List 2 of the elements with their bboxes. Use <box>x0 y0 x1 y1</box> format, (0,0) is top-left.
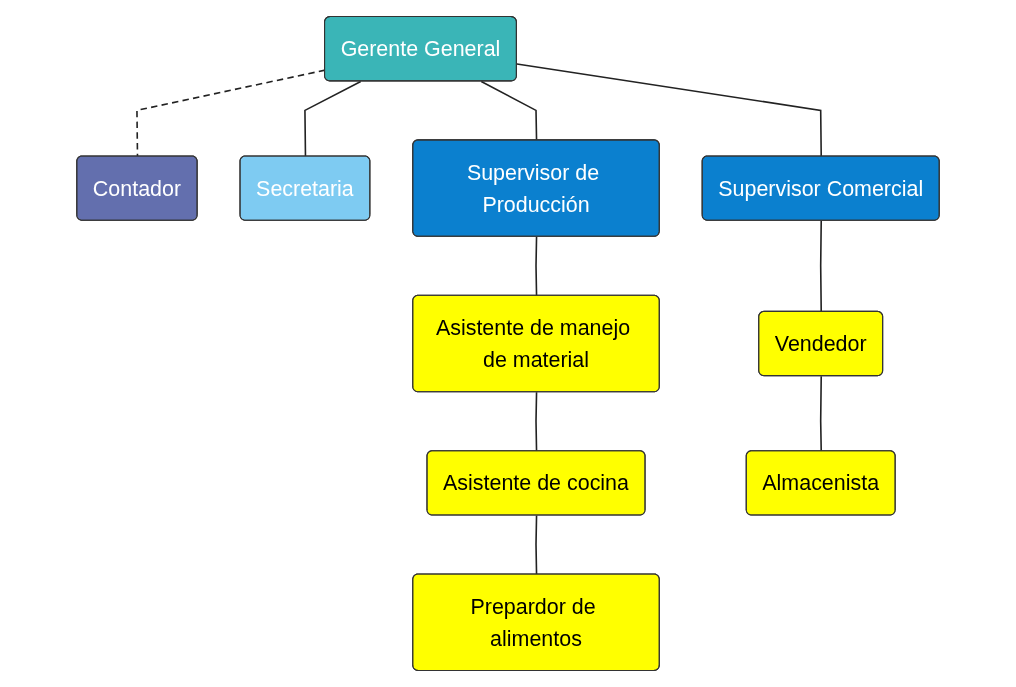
connector <box>819 219 823 313</box>
connector <box>535 236 538 297</box>
